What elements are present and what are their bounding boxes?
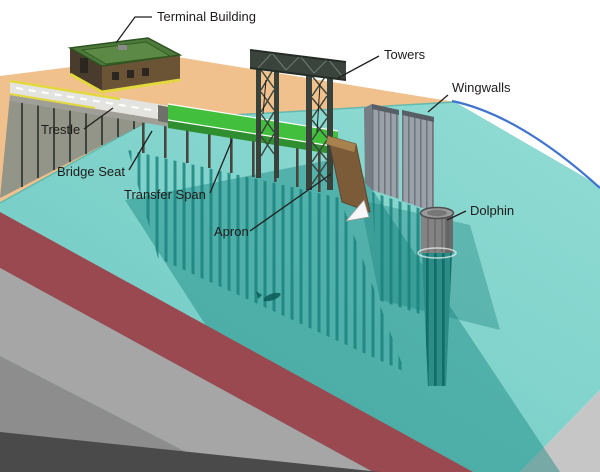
leader-bridge-seat <box>128 130 153 171</box>
substrate-layer-light <box>0 268 373 472</box>
label-dolphin: Dolphin <box>470 203 514 218</box>
dolphin-waterline-ripple <box>417 247 457 259</box>
leader-dolphin <box>446 210 467 221</box>
towers <box>249 49 347 190</box>
leader-wingwalls <box>427 94 449 113</box>
apron-top-edge <box>326 136 356 152</box>
dolphin-body-shade <box>445 213 453 253</box>
wingwall-panel-1-ribs <box>372 104 399 199</box>
leader-trestle <box>83 107 114 130</box>
callout-bridge-seat: Bridge Seat <box>57 130 153 179</box>
apron <box>326 135 371 222</box>
terminal-building <box>67 37 183 94</box>
label-trestle: Trestle <box>41 122 80 137</box>
callout-wingwalls: Wingwalls <box>427 80 511 113</box>
callout-towers: Towers <box>337 47 426 79</box>
span-skirt <box>168 120 338 155</box>
dolphin-seams <box>427 214 449 252</box>
apron-face <box>327 135 371 213</box>
wingwall-panel-2-ribs <box>402 110 434 212</box>
callout-dolphin: Dolphin <box>446 203 514 221</box>
substrate-layer-dark <box>0 432 380 472</box>
wingwall-return <box>364 104 372 190</box>
leader-transfer-span <box>209 139 233 194</box>
trestle-deck <box>10 80 170 121</box>
far-shoreline-blue-edge <box>451 99 600 189</box>
seabed-layer <box>0 212 473 472</box>
building-yellow-base <box>69 72 181 94</box>
fish-shadow <box>256 291 281 302</box>
building-roof-inner <box>80 41 172 65</box>
cross-section <box>0 212 473 472</box>
dolphin-underwater-piles <box>422 252 452 386</box>
dolphin-cap-inner <box>427 209 447 217</box>
yellow-curb-bottom <box>9 93 96 109</box>
gantry-lattice <box>257 52 343 77</box>
span-deck <box>168 104 338 147</box>
white-marker <box>344 199 370 222</box>
wingwall-cap-2 <box>402 110 434 122</box>
building-door <box>80 58 88 73</box>
rooftop-unit <box>118 45 127 50</box>
wingwall-cap-1 <box>372 104 399 115</box>
callouts: Terminal Building Towers Wingwalls Trest… <box>41 9 514 239</box>
label-apron: Apron <box>214 224 249 239</box>
label-wingwalls: Wingwalls <box>452 80 511 95</box>
label-bridge-seat: Bridge Seat <box>57 164 125 179</box>
wingwalls <box>364 104 434 212</box>
callout-transfer-span: Transfer Span <box>124 139 233 202</box>
block-underside <box>520 390 600 472</box>
callout-terminal-building: Terminal Building <box>115 9 256 44</box>
label-terminal-building: Terminal Building <box>157 9 256 24</box>
dolphin <box>417 206 457 386</box>
gantry-truss <box>249 49 347 81</box>
left-tower-bracing <box>260 67 275 157</box>
lift-cable-left <box>262 79 267 115</box>
trestle-pile-field <box>128 150 405 372</box>
building-windows <box>80 58 149 80</box>
callout-trestle: Trestle <box>41 107 114 137</box>
leader-terminal-building <box>115 16 152 44</box>
yellow-curb-top <box>9 79 121 101</box>
leader-apron <box>249 173 332 232</box>
leader-towers <box>337 55 380 79</box>
lift-cable-right <box>316 83 321 133</box>
label-transfer-span: Transfer Span <box>124 187 206 202</box>
label-towers: Towers <box>384 47 426 62</box>
shore-sand <box>0 55 455 203</box>
callout-apron: Apron <box>214 173 332 239</box>
trestle-deck-skirt <box>10 95 170 127</box>
